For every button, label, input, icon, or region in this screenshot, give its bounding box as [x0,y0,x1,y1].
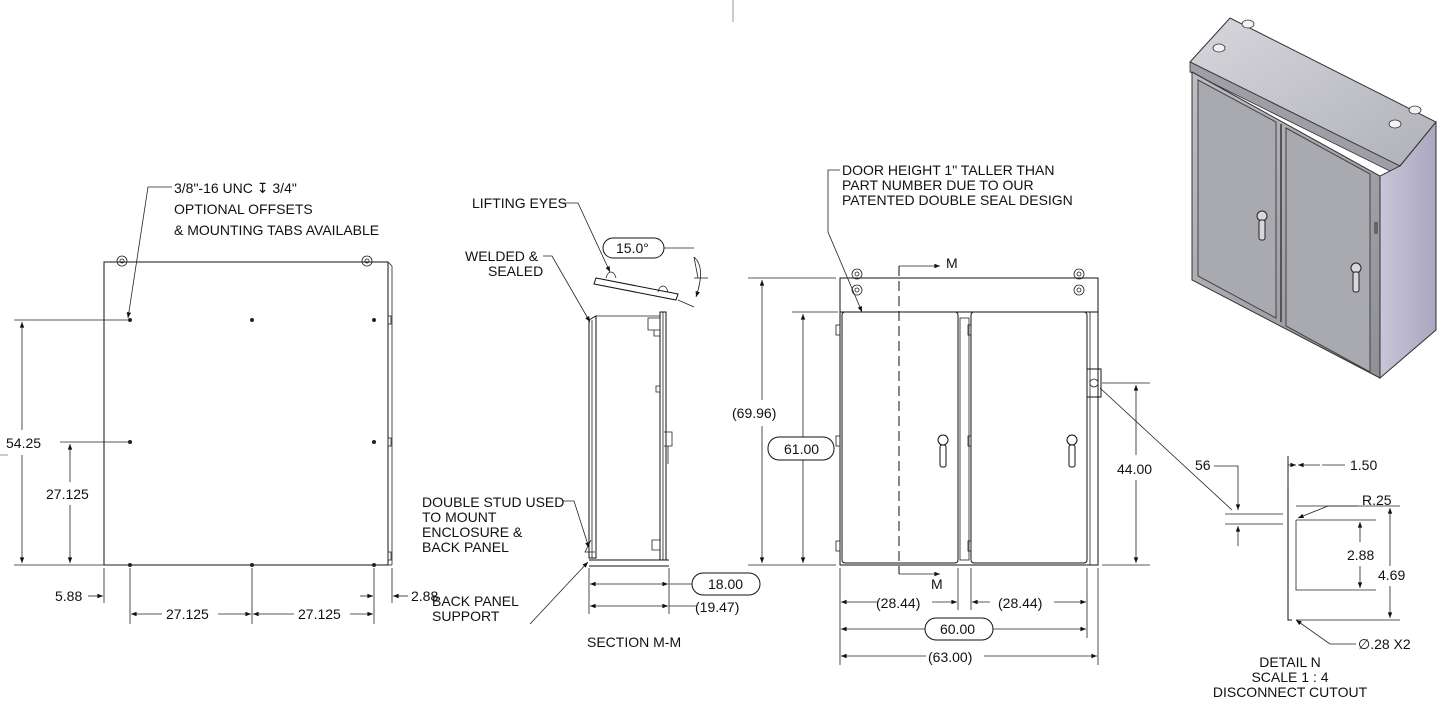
thread-callout-line2: OPTIONAL OFFSETS [174,201,313,217]
section-m-m: 15.0° LIFTING EYES WELDED & SEALED DOUBL… [422,195,761,650]
detail-n: 56 1.50 R.25 2.88 4.69 ∅.28 X2 DETAIL N … [1099,387,1411,700]
lifting-eyes-label: LIFTING EYES [472,195,567,211]
door-elevation-view: M M DOOR HEIGHT 1" TALLER THAN PART NUMB… [732,162,1152,665]
section-m-m-title: SECTION M-M [587,634,681,650]
double-stud-line2: TO MOUNT [422,509,497,525]
dim-54-25: 54.25 [6,435,41,451]
back-panel-support-line1: BACK PANEL [432,593,519,609]
detail-dim-56: 56 [1195,457,1211,473]
left-door [841,311,959,564]
front-view: 3/8"-16 UNC ↧ 3/4" OPTIONAL OFFSETS & MO… [6,180,438,624]
isometric-enclosure-view [1189,17,1437,380]
detail-dim-1-50: 1.50 [1350,457,1377,473]
roof-band [839,277,1099,313]
detail-title-line3: DISCONNECT CUTOUT [1213,684,1368,700]
dim-63-00: (63.00) [928,649,972,665]
back-panel-support-line2: SUPPORT [432,608,500,624]
lifting-eye-icon [361,255,373,267]
section-marker-top: M [946,255,958,271]
door-height-note-line1: DOOR HEIGHT 1" TALLER THAN [842,162,1054,178]
detail-dim-4-69: 4.69 [1378,567,1405,583]
thread-callout-line3: & MOUNTING TABS AVAILABLE [174,222,379,238]
dim-60-00: 60.00 [940,621,975,637]
door-height-note-line3: PATENTED DOUBLE SEAL DESIGN [842,192,1073,208]
dim-61-00: 61.00 [784,441,819,457]
dim-5-88: 5.88 [55,588,82,604]
dim-19-47: (19.47) [695,599,739,615]
double-stud-line1: DOUBLE STUD USED [422,494,564,510]
door-handle-icon [1066,434,1078,468]
detail-title-line1: DETAIL N [1259,654,1320,670]
mounting-hole-pattern [128,318,376,567]
double-stud-line3: ENCLOSURE & [422,524,523,540]
detail-title-line2: SCALE 1 : 4 [1251,669,1328,685]
dim-2-88: 2.88 [411,588,438,604]
double-stud-line4: BACK PANEL [422,539,509,555]
section-marker-bottom: M [931,576,943,592]
iso-handle-icon [1256,210,1268,241]
thread-callout-line1: 3/8"-16 UNC ↧ 3/4" [174,180,297,196]
disconnect-bracket [1086,368,1102,398]
detail-radius: R.25 [1362,492,1392,508]
detail-dim-2-88: 2.88 [1347,547,1374,563]
right-door [970,311,1088,564]
welded-label-line1: WELDED & [465,248,539,264]
door-height-note-line2: PART NUMBER DUE TO OUR [842,177,1034,193]
door-handle-icon [937,434,949,468]
angle-dimension: 15.0° [616,240,649,256]
dim-27-125-vertical: 27.125 [46,486,89,502]
detail-hole-callout: ∅.28 X2 [1358,636,1411,652]
dim-18-00: 18.00 [708,576,743,592]
dim-44-00: 44.00 [1117,461,1152,477]
dim-27-125-right: 27.125 [298,606,341,622]
iso-handle-icon [1350,262,1362,293]
dim-27-125-left: 27.125 [166,606,209,622]
dim-69-96: (69.96) [732,405,776,421]
dim-28-44-right: (28.44) [998,595,1042,611]
lifting-eye-icon [116,255,128,267]
welded-label-line2: SEALED [488,263,543,279]
dim-28-44-left: (28.44) [876,595,920,611]
enclosure-back-outline [103,261,389,566]
